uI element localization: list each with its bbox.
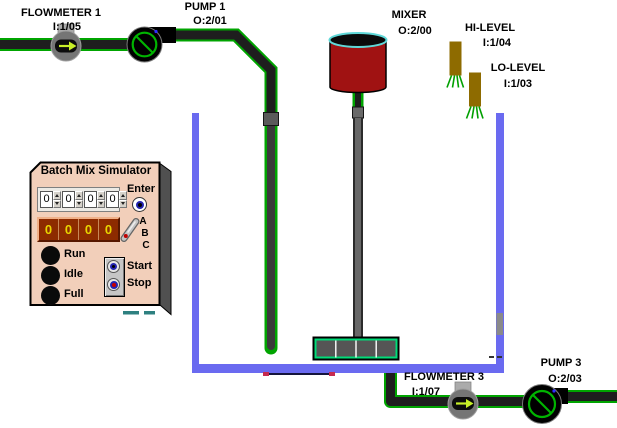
panel-mark (123, 311, 139, 315)
run-lamp-label: Run (64, 248, 86, 260)
spinner-2-value[interactable]: 0 (62, 191, 75, 208)
stop-button-dot (109, 280, 118, 289)
spinner-3-up-button[interactable] (97, 191, 105, 200)
display-digit-3: 0 (78, 219, 98, 240)
spinner-1[interactable]: 0 (40, 191, 61, 208)
pump1-icon (126, 26, 176, 63)
lo-level-sensor-icon (465, 72, 484, 119)
display-digit-1: 0 (44, 222, 53, 237)
flowmeter3-label: FLOWMETER 3 (403, 371, 485, 383)
mixer-label: MIXER (391, 9, 427, 21)
spinner-3-down-button[interactable] (97, 199, 105, 208)
flow-arrow-icon (466, 399, 474, 408)
tank-left-wall (192, 113, 199, 373)
start-button[interactable] (107, 260, 120, 273)
spinner-1-down-button[interactable] (53, 199, 61, 208)
flow-arrow-icon (69, 41, 77, 51)
tank-wall-stub (496, 313, 503, 335)
start-stop-box (104, 257, 125, 297)
display-digit-4: 0 (98, 219, 118, 240)
full-lamp (41, 286, 60, 305)
enter-button[interactable] (132, 197, 147, 212)
pump1-label: PUMP 1 (184, 1, 226, 13)
idle-lamp (41, 266, 60, 285)
mixer-shaft (352, 86, 364, 338)
mixing-tank (192, 113, 504, 376)
spinner-4-down-button[interactable] (119, 199, 127, 208)
stop-button-label: Stop (127, 277, 152, 289)
pipe-tank-inlet (263, 112, 279, 355)
enter-label: Enter (126, 183, 156, 195)
hi-level-sensor-icon (446, 41, 465, 88)
full-lamp-label: Full (64, 288, 84, 300)
start-button-dot (110, 263, 117, 270)
mixer-blades (312, 336, 400, 361)
spinner-2-up-button[interactable] (75, 191, 83, 200)
panel-title: Batch Mix Simulator (40, 165, 152, 177)
flowmeter3-address: I:1/07 (411, 386, 441, 398)
mixer-address: O:2/00 (398, 25, 432, 37)
display-digit-2: 0 (58, 219, 78, 240)
spinner-3[interactable]: 0 (84, 191, 105, 208)
spinner-2[interactable]: 0 (62, 191, 83, 208)
tank-right-wall (496, 113, 504, 373)
under-tank-tick (329, 372, 335, 376)
spinner-1-up-button[interactable] (53, 191, 61, 200)
flowmeter1-label: FLOWMETER 1 (20, 7, 102, 19)
idle-lamp-label: Idle (64, 268, 83, 280)
start-button-label: Start (127, 260, 153, 272)
wall-mark (489, 356, 494, 358)
spinner-4[interactable]: 0 (106, 191, 127, 208)
pipe-junction (263, 112, 279, 126)
run-lamp (41, 246, 60, 265)
hi-level-label: HI-LEVEL (464, 22, 516, 34)
selector-label-c: C (142, 240, 150, 251)
thumbwheel-spinners: 0 0 0 0 (37, 187, 127, 212)
panel-3d-edge (159, 162, 172, 316)
pump1-address: O:2/01 (193, 15, 227, 27)
mixer-icon (328, 32, 388, 94)
numeric-display: 0 0 0 0 (37, 217, 120, 242)
selector-label-b: B (141, 228, 149, 239)
spinner-2-down-button[interactable] (75, 199, 83, 208)
pump3-icon (522, 384, 568, 424)
lo-level-label: LO-LEVEL (490, 62, 546, 74)
flowmeter1-address: I:1/05 (52, 21, 82, 33)
spinner-4-value[interactable]: 0 (106, 191, 119, 208)
hi-level-address: I:1/04 (482, 37, 512, 49)
panel-mark (144, 311, 155, 315)
pipe-pump1-outlet (156, 28, 278, 116)
spinner-3-value[interactable]: 0 (84, 191, 97, 208)
selector-switch[interactable] (120, 218, 140, 242)
pump3-address: O:2/03 (548, 373, 582, 385)
pipe-tank-drain (384, 367, 546, 408)
stop-button[interactable] (107, 278, 120, 291)
flowmeter3-icon (447, 381, 479, 420)
lo-level-address: I:1/03 (503, 78, 533, 90)
pump3-label: PUMP 3 (540, 357, 582, 369)
tank-bottom-wall (192, 364, 504, 373)
wall-mark (497, 356, 502, 358)
selector-label-a: A (139, 216, 147, 227)
enter-button-dot (135, 200, 144, 209)
flowmeter1-icon (50, 23, 82, 62)
spinner-4-up-button[interactable] (119, 191, 127, 200)
spinner-1-value[interactable]: 0 (40, 191, 53, 208)
under-tank-tick (263, 372, 269, 376)
